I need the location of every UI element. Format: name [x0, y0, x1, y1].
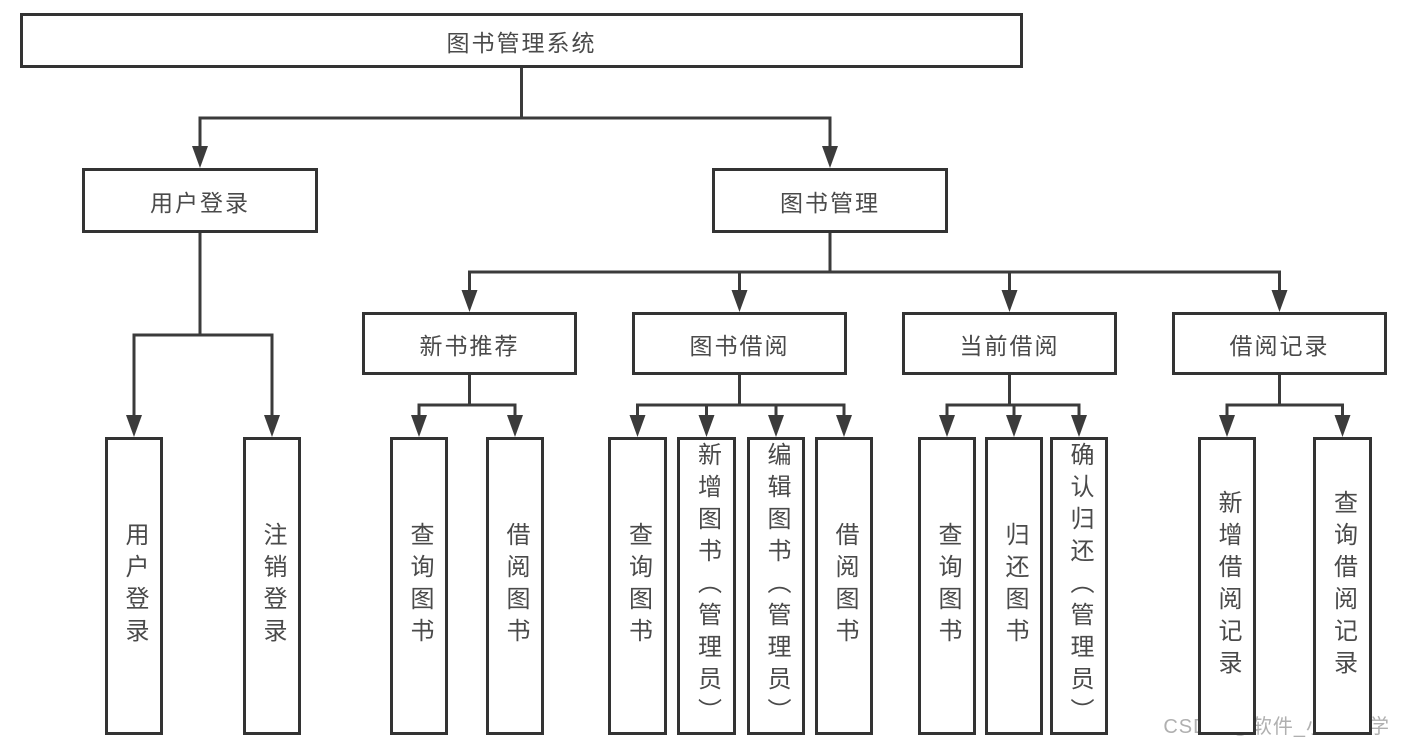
- node-label-cb-return: 归还图书: [1001, 522, 1028, 650]
- node-cb-query: 查询图书: [918, 437, 976, 735]
- node-label-nbr-query: 查询图书: [406, 522, 433, 650]
- node-new-book-rec: 新书推荐: [362, 312, 577, 375]
- node-current-borrow: 当前借阅: [902, 312, 1117, 375]
- node-label-bb-query: 查询图书: [624, 522, 652, 650]
- node-nbr-borrow: 借阅图书: [486, 437, 544, 735]
- node-label-bb-edit: 编辑图书（管理员）: [763, 442, 790, 730]
- node-cb-return: 归还图书: [985, 437, 1043, 735]
- node-label-borrow-records: 借阅记录: [1229, 332, 1330, 359]
- node-cb-confirm: 确认归还（管理员）: [1050, 437, 1108, 735]
- node-label-bb-borrow: 借阅图书: [831, 522, 858, 650]
- node-label-bb-add: 新增图书（管理员）: [693, 442, 721, 730]
- node-logout: 注销登录: [243, 437, 301, 735]
- node-label-login: 用户登录: [121, 522, 148, 650]
- node-borrow-records: 借阅记录: [1172, 312, 1387, 375]
- node-bb-edit: 编辑图书（管理员）: [747, 437, 805, 735]
- node-book-mgmt: 图书管理: [712, 168, 948, 233]
- node-label-user-login: 用户登录: [150, 189, 250, 216]
- node-label-logout: 注销登录: [259, 522, 286, 650]
- node-bb-add: 新增图书（管理员）: [677, 437, 736, 735]
- node-label-book-mgmt: 图书管理: [780, 189, 880, 216]
- node-label-new-book-rec: 新书推荐: [419, 332, 520, 359]
- node-label-cb-confirm: 确认归还（管理员）: [1066, 442, 1093, 730]
- node-label-nbr-borrow: 借阅图书: [502, 522, 529, 650]
- node-br-query: 查询借阅记录: [1313, 437, 1372, 735]
- node-user-login: 用户登录: [82, 168, 318, 233]
- node-label-br-add: 新增借阅记录: [1214, 490, 1241, 682]
- node-label-root: 图书管理系统: [446, 29, 597, 56]
- node-book-borrow: 图书借阅: [632, 312, 847, 375]
- node-root: 图书管理系统: [20, 13, 1023, 68]
- node-label-cb-query: 查询图书: [934, 522, 961, 650]
- node-nbr-query: 查询图书: [390, 437, 448, 735]
- node-bb-query: 查询图书: [608, 437, 667, 735]
- node-label-br-query: 查询借阅记录: [1329, 490, 1357, 682]
- node-label-book-borrow: 图书借阅: [689, 332, 790, 359]
- node-br-add: 新增借阅记录: [1198, 437, 1256, 735]
- node-login: 用户登录: [105, 437, 163, 735]
- node-bb-borrow: 借阅图书: [815, 437, 873, 735]
- node-label-current-borrow: 当前借阅: [959, 332, 1060, 359]
